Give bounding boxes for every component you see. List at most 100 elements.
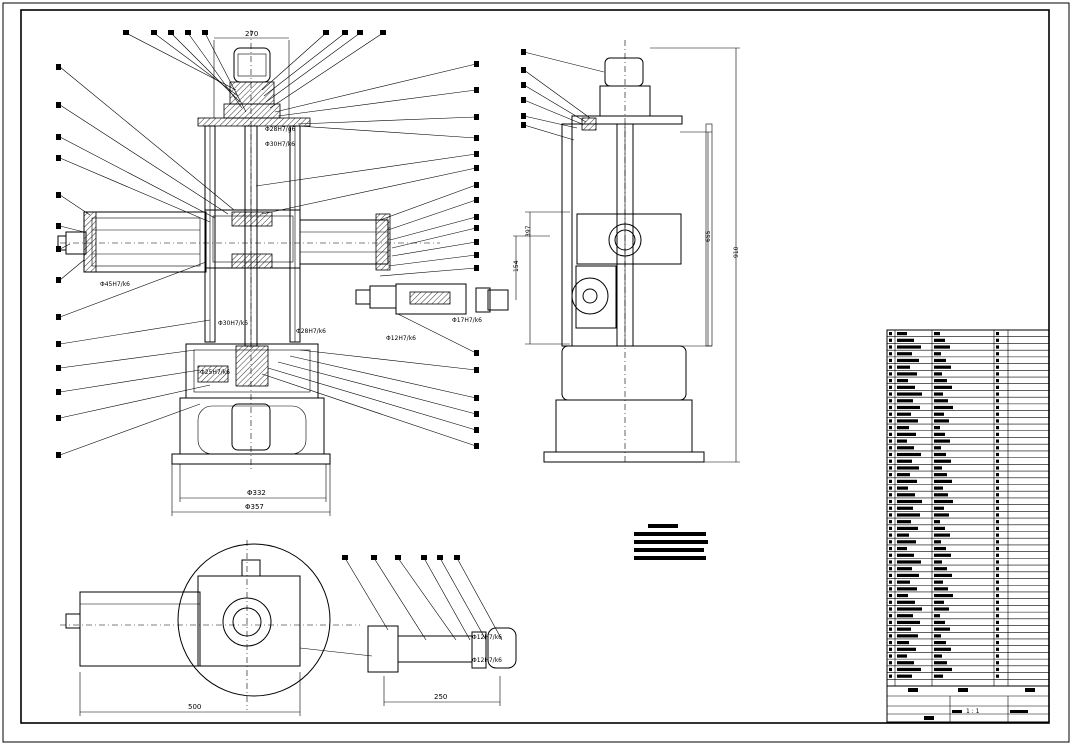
parts-list-cell: [934, 654, 942, 658]
parts-list-cell: [897, 627, 911, 631]
parts-list-cell: [889, 546, 892, 551]
parts-list-cell: [897, 365, 910, 369]
dim-top: 270: [245, 30, 258, 38]
parts-list-cell: [996, 338, 999, 342]
parts-list-cell: [897, 332, 907, 336]
parts-list-cell: [934, 365, 951, 369]
parts-list-cell: [996, 674, 999, 678]
parts-list-cell: [897, 513, 920, 517]
parts-list-cell: [897, 345, 921, 349]
parts-list-cell: [996, 560, 999, 564]
parts-list-cell: [996, 654, 999, 658]
parts-list-cell: [897, 392, 922, 396]
parts-list-cell: [897, 620, 920, 625]
parts-list-cell: [934, 486, 943, 490]
parts-list-cell: [897, 573, 919, 578]
parts-list-cell: [996, 553, 999, 557]
parts-list-cell: [889, 661, 892, 665]
parts-list-cell: [889, 506, 892, 510]
parts-list-cell: [934, 573, 952, 578]
parts-list-cell: [889, 493, 892, 497]
parts-list-cell: [934, 345, 950, 349]
parts-list-cell: [996, 365, 999, 369]
parts-list-cell: [889, 573, 892, 578]
dim-gripper: 250: [434, 693, 447, 701]
parts-list-cell: [996, 580, 999, 584]
parts-list-cell: [889, 580, 892, 584]
parts-list-cell: [996, 647, 999, 651]
parts-list-cell: [897, 459, 912, 463]
parts-list-cell: [934, 520, 940, 524]
parts-list-cell: [934, 338, 945, 342]
parts-list-cell: [934, 426, 940, 430]
parts-list-cell: [996, 345, 999, 349]
parts-list-cell: [934, 546, 946, 551]
parts-list-cell: [889, 560, 892, 564]
parts-list-cell: [897, 372, 917, 376]
parts-list-cell: [889, 533, 892, 537]
parts-list-cell: [889, 392, 892, 396]
parts-list-cell: [934, 352, 941, 356]
parts-list-cell: [934, 580, 943, 584]
parts-list-cell: [889, 593, 892, 598]
parts-list-cell: [996, 493, 999, 497]
parts-list-cell: [934, 392, 943, 396]
parts-list-cell: [996, 567, 999, 571]
parts-list-cell: [897, 405, 920, 410]
parts-list-cell: [934, 332, 940, 336]
parts-list-cell: [934, 372, 942, 376]
parts-list-cell: [996, 540, 999, 544]
dim-total: 910: [733, 246, 740, 258]
parts-list-cell: [996, 506, 999, 510]
parts-list-cell: [996, 332, 999, 336]
parts-list-cell: [897, 452, 921, 457]
parts-list-cell: [996, 452, 999, 457]
parts-list-cell: [996, 620, 999, 625]
parts-list-cell: [996, 600, 999, 604]
dim-arm: 655: [705, 230, 712, 242]
parts-list-cell: [996, 513, 999, 517]
parts-list-cell: [934, 533, 950, 537]
top-view: 500 250 Φ12H7/k6 Φ12H7/k6: [60, 540, 517, 716]
parts-list-cell: [897, 426, 909, 430]
parts-list-cell: [934, 614, 940, 618]
parts-list-cell: [934, 667, 952, 672]
parts-list-cell: [934, 493, 948, 497]
parts-list-cell: [934, 506, 944, 510]
parts-list-cell: [889, 627, 892, 631]
parts-list-cell: [996, 372, 999, 376]
parts-list-cell: [934, 661, 947, 665]
parts-list-cell: [996, 432, 999, 436]
parts-list-cell: [934, 526, 945, 531]
parts-list-cell: [897, 647, 916, 651]
parts-list-cell: [897, 567, 912, 571]
parts-list-cell: [934, 358, 946, 363]
parts-list-cell: [934, 412, 944, 416]
parts-list-cell: [996, 634, 999, 638]
dim-low: 154: [513, 260, 520, 272]
parts-list-cell: [934, 553, 951, 557]
parts-list-cell: [934, 560, 942, 564]
parts-list-cell: [889, 352, 892, 356]
parts-list-cell: [897, 432, 916, 436]
parts-list-cell: [996, 473, 999, 477]
parts-list-cell: [889, 540, 892, 544]
parts-list-cell: [897, 661, 914, 665]
parts-list-cell: [897, 560, 921, 564]
fit-left: Φ45H7/k6: [100, 281, 130, 288]
parts-list-cell: [996, 587, 999, 591]
parts-list-cell: [934, 459, 951, 463]
parts-list-cell: [889, 439, 892, 443]
parts-list-cell: [897, 640, 909, 645]
parts-list-cell: [889, 499, 892, 504]
parts-list-cell: [889, 614, 892, 618]
parts-list-cell: [996, 352, 999, 356]
parts-list-cell: [897, 399, 913, 403]
parts-list-cell: [889, 345, 892, 349]
fit-lower-1: Φ30H7/k6: [218, 320, 248, 327]
parts-list-cell: [996, 499, 999, 504]
parts-list-cell: [934, 627, 950, 631]
parts-list-cell: [934, 587, 948, 591]
